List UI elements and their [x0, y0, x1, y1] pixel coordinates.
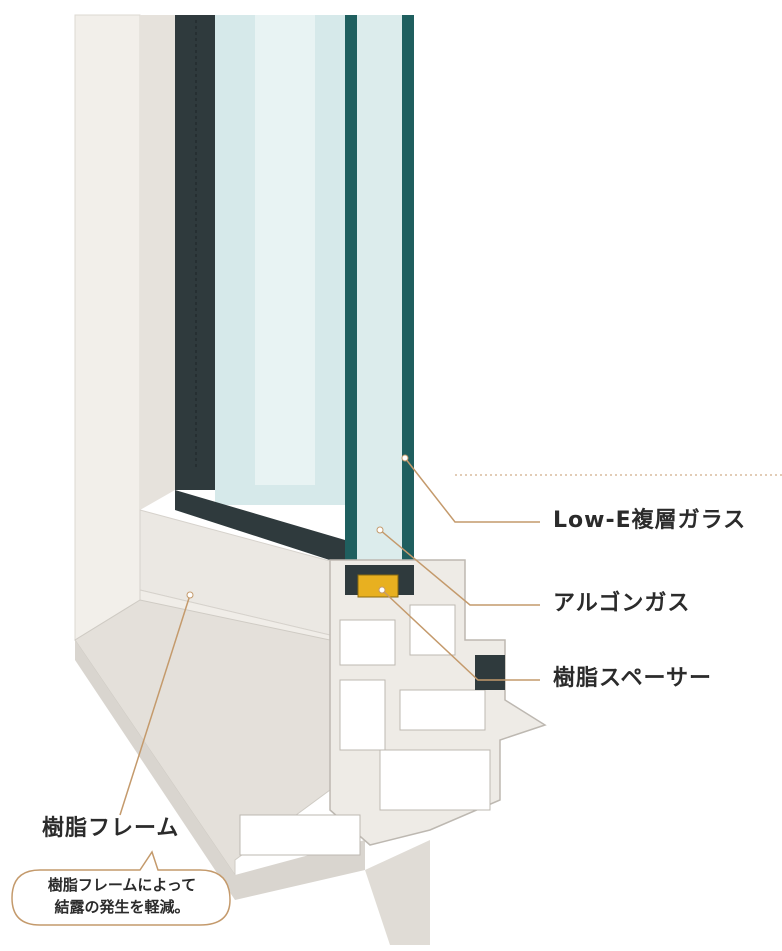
glass-edge-front	[345, 15, 357, 585]
frame-left-outer	[74, 14, 141, 641]
leader-frame	[119, 594, 191, 816]
sash-bottom-dark	[175, 490, 345, 565]
glass-light	[255, 15, 315, 485]
glass-edge-back	[402, 15, 414, 575]
glass-gap	[357, 15, 402, 575]
sill-bottom	[75, 640, 365, 900]
leader-low-e	[404, 457, 540, 523]
leader-argon	[379, 529, 540, 606]
callout-line-2: 結露の発生を軽減。	[54, 898, 190, 916]
label-low-e-glass: Low-E複層ガラス	[553, 508, 747, 533]
callout-bubble	[11, 850, 231, 926]
label-resin-spacer: 樹脂スペーサー	[553, 666, 713, 691]
resin-spacer	[357, 574, 399, 598]
label-argon-gas: アルゴンガス	[553, 591, 691, 616]
sash-dark	[175, 15, 215, 490]
leader-spacer	[381, 589, 540, 681]
callout-line-1: 樹脂フレームによって	[47, 876, 197, 894]
frame-left-inner	[140, 15, 175, 510]
label-resin-frame: 樹脂フレーム	[42, 816, 180, 841]
